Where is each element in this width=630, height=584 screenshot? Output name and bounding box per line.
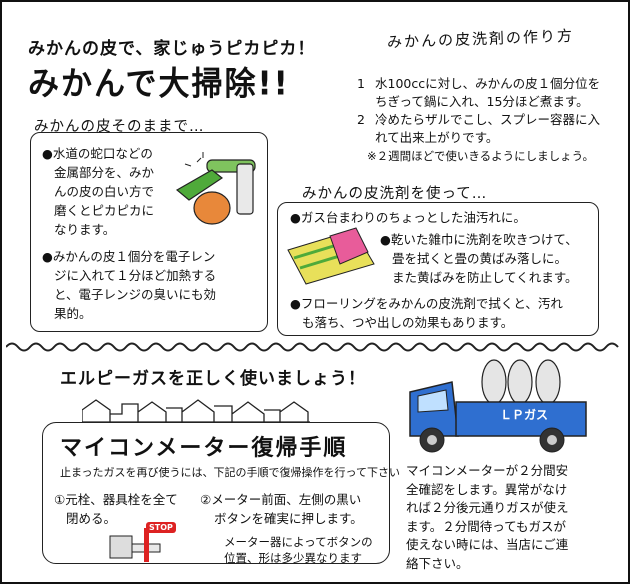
recipe-line: 水100ccに対し、みかんの皮１個分位を	[375, 76, 601, 91]
recipe-line: ちぎって鍋に入れ、15分ほど煮ます。	[375, 94, 589, 109]
faucet-illustration	[175, 152, 256, 225]
section-label-peel: みかんの皮そのままで…	[34, 119, 205, 135]
houses-illustration	[82, 399, 310, 423]
meter-step-2: ②メーター前面、左側の黒い ボタンを確実に押します。	[200, 490, 363, 528]
tip-line: なります。	[54, 222, 116, 237]
info-line: 絡下さい。	[406, 555, 469, 571]
step-number: 2	[357, 112, 365, 127]
info-line: マイコンメーターが２分間安	[406, 463, 569, 478]
recipe-note: ※２週間ほどで使いきるようにしましょう。	[367, 149, 594, 163]
tip-line: ●フローリングをみかんの皮洗剤で拭くと、汚れ	[290, 296, 563, 311]
truck-label: ＬＰガス	[500, 408, 549, 422]
recipe-title: みかんの皮洗剤の作り方	[386, 26, 575, 52]
wave-divider	[6, 342, 619, 352]
info-line: れば２分後元通りガスが使え	[406, 500, 569, 515]
tip-line: 畳を拭くと畳の黄ばみ落しに。	[392, 251, 568, 266]
tip-line: ●水道の蛇口などの	[42, 146, 153, 161]
tip-line: も落ち、つや出しの効果もあります。	[302, 315, 514, 330]
section-label-cleaner: みかんの皮洗剤を使って…	[302, 186, 488, 202]
step-line: ①元栓、器具栓を全て	[54, 492, 178, 507]
tip-line: また黄ばみを防止してくれます。	[392, 270, 578, 285]
stop-sign: STOP	[146, 522, 176, 533]
note-line: メーター器によってボタンの	[224, 535, 373, 549]
page-title: みかんで大掃除!!	[28, 65, 290, 104]
info-line: ます。２分間待ってもガスが	[406, 518, 567, 534]
info-line: 使えない時には、当店にご連	[406, 537, 569, 552]
tatami-illustration	[287, 227, 375, 285]
valve-illustration	[109, 528, 161, 562]
tip-line: ●みかんの皮１個分を電子レン	[42, 249, 216, 264]
peel-tip-2: ●みかんの皮１個分を電子レン ジに入れて１分ほど加熱する と、電子レンジの臭いに…	[42, 247, 216, 323]
tip-line: と、電子レンジの臭いにも効	[54, 287, 217, 302]
tip-line: ●乾いた雑巾に洗剤を吹きつけて、	[380, 232, 578, 247]
cleaner-tip-1: ●ガス台まわりのちょっとした油汚れに。	[290, 210, 526, 225]
meter-box	[42, 422, 390, 564]
tip-line: 金属部分を、みか	[54, 165, 155, 180]
tip-line: んの皮の白い方で	[54, 184, 155, 199]
cleaner-tip-2: ●乾いた雑巾に洗剤を吹きつけて、 畳を拭くと畳の黄ばみ落しに。 また黄ばみを防止…	[380, 230, 578, 287]
meter-intro: 止まったガスを再び使うには、下記の手順で復帰操作を行って下さい	[60, 466, 401, 479]
truck-info-text: マイコンメーターが２分間安 全確認をします。異常がなけ れば２分後元通りガスが使…	[406, 462, 569, 573]
step-line: 閉める。	[66, 511, 117, 526]
recipe-line: 冷めたらザルでこし、スプレー容器に入	[375, 112, 601, 127]
step-line: ボタンを確実に押します。	[214, 511, 363, 526]
info-line: 全確認をします。異常がなけ	[406, 481, 568, 497]
meter-title: マイコンメーター復帰手順	[60, 436, 348, 461]
tip-line: 磨くとピカピカに	[54, 203, 155, 218]
recipe-line: れて出来上がりです。	[375, 130, 499, 145]
lp-gas-truck-illustration	[409, 359, 587, 453]
cleaner-tips-box	[277, 202, 599, 336]
meter-step-1: ①元栓、器具栓を全て 閉める。	[54, 490, 178, 528]
subtitle: みかんの皮で、家じゅうピカピカ！	[28, 39, 316, 59]
step-number: 1	[357, 76, 365, 91]
tip-line: 果的。	[54, 306, 92, 321]
cleaner-tip-3: ●フローリングをみかんの皮洗剤で拭くと、汚れ も落ち、つや出しの効果もあります。	[290, 294, 563, 332]
peel-tip-1: ●水道の蛇口などの 金属部分を、みか んの皮の白い方で 磨くとピカピカに なりま…	[42, 144, 154, 239]
tip-line: ジに入れて１分ほど加熱する	[54, 268, 217, 283]
gas-heading: エルピーガスを正しく使いましょう！	[60, 369, 366, 389]
meter-note: メーター器によってボタンの 位置、形は多少異なります	[224, 534, 373, 566]
note-line: 位置、形は多少異なります	[224, 551, 362, 565]
step-line: ②メーター前面、左側の黒い	[200, 492, 362, 507]
